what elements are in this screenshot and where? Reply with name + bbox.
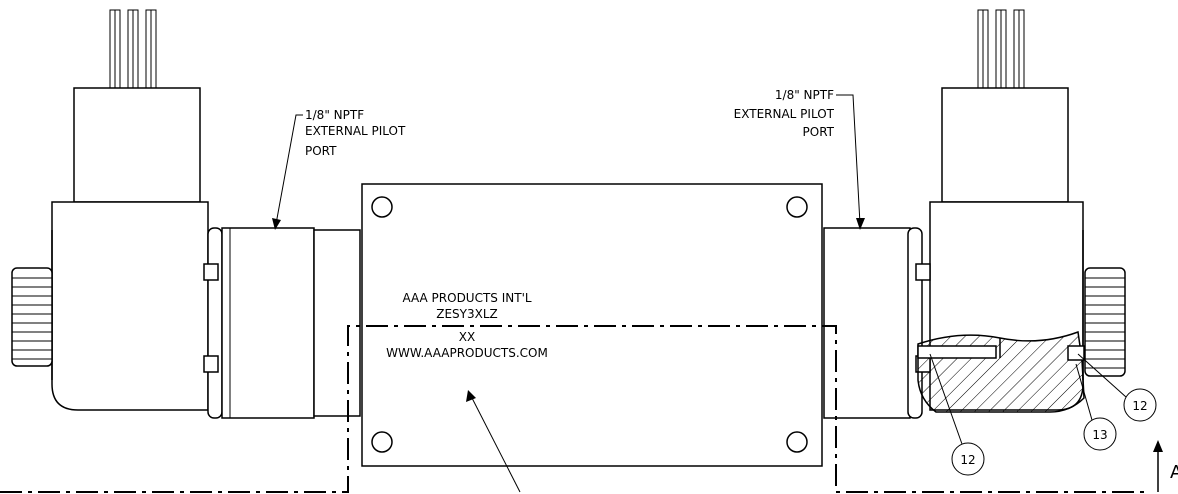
nameplate-line-4: WWW.AAAPRODUCTS.COM <box>386 346 548 360</box>
right-pilot-port-callout: 1/8" NPTF EXTERNAL PILOT PORT <box>734 88 865 230</box>
nameplate-leader <box>471 397 521 493</box>
balloon-12-left-label: 12 <box>960 453 975 467</box>
left-coil-housing <box>51 201 209 411</box>
balloon-12-right-label: 12 <box>1132 399 1147 413</box>
right-lead-wires <box>977 9 1025 89</box>
section-marker-label: A <box>1170 462 1178 483</box>
left-port-line-3: PORT <box>305 144 337 158</box>
left-operator-tube <box>203 227 361 419</box>
mounting-hole-bottom-left <box>371 431 393 453</box>
nameplate-line-2: ZESY3XLZ <box>436 307 498 321</box>
valve-body <box>361 183 823 467</box>
balloon-12-left: 12 <box>929 353 985 476</box>
mounting-hole-bottom-right <box>786 431 808 453</box>
left-solenoid <box>11 9 361 419</box>
left-port-line-2: EXTERNAL PILOT <box>305 124 406 138</box>
section-cut-line <box>0 325 1150 493</box>
section-arrow-head <box>1153 440 1163 452</box>
mounting-hole-top-left <box>371 196 393 218</box>
left-manual-override-knob <box>11 267 53 367</box>
mounting-hole-top-right <box>786 196 808 218</box>
left-lead-wires <box>109 9 157 89</box>
nameplate-line-1: AAA PRODUCTS INT'L <box>402 291 531 305</box>
balloon-13-label: 13 <box>1092 428 1107 442</box>
left-port-line-1: 1/8" NPTF <box>305 108 364 122</box>
right-port-line-1: 1/8" NPTF <box>775 88 834 102</box>
nameplate: AAA PRODUCTS INT'L ZESY3XLZ XX WWW.AAAPR… <box>386 291 548 360</box>
balloon-13: 13 <box>1075 363 1117 451</box>
right-solenoid <box>823 9 1126 419</box>
right-manual-override-knob <box>1084 267 1126 377</box>
right-port-line-3: PORT <box>803 125 835 139</box>
nameplate-line-3: XX <box>459 330 475 344</box>
right-operator-tube <box>823 227 931 419</box>
section-cutaway <box>917 330 1085 413</box>
left-pilot-port-callout: 1/8" NPTF EXTERNAL PILOT PORT <box>272 108 406 230</box>
left-coil-connector <box>73 87 201 203</box>
balloon-12-right: 12 <box>1077 353 1157 422</box>
right-port-line-2: EXTERNAL PILOT <box>734 107 835 121</box>
right-coil-connector <box>941 87 1069 203</box>
